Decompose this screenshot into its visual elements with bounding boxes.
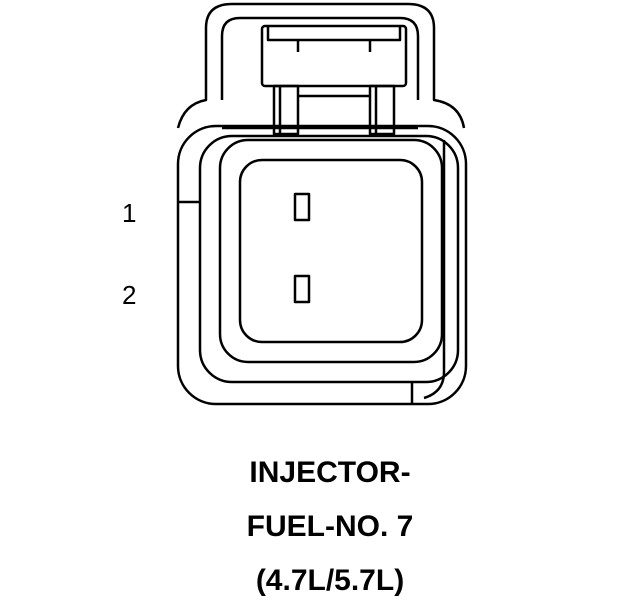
- caption-line-2: FUEL-NO. 7: [246, 510, 414, 543]
- pin-cavity-2: [293, 274, 311, 304]
- pin-label-1: 1: [122, 198, 137, 228]
- connector-face-inner: [238, 158, 424, 344]
- caption-line-1: INJECTOR-: [249, 456, 411, 489]
- pin-cavity-1: [293, 192, 311, 222]
- caption-line-3: (4.7L/5.7L): [255, 564, 405, 597]
- latch-tab: [260, 24, 408, 88]
- connector-inner-shell: [198, 134, 460, 384]
- connector-outer-shell: [176, 124, 468, 406]
- right-rail: [423, 140, 446, 400]
- connector-face-outer: [218, 138, 444, 364]
- pin-label-2: 2: [122, 280, 137, 310]
- latch-housing: [176, 2, 466, 129]
